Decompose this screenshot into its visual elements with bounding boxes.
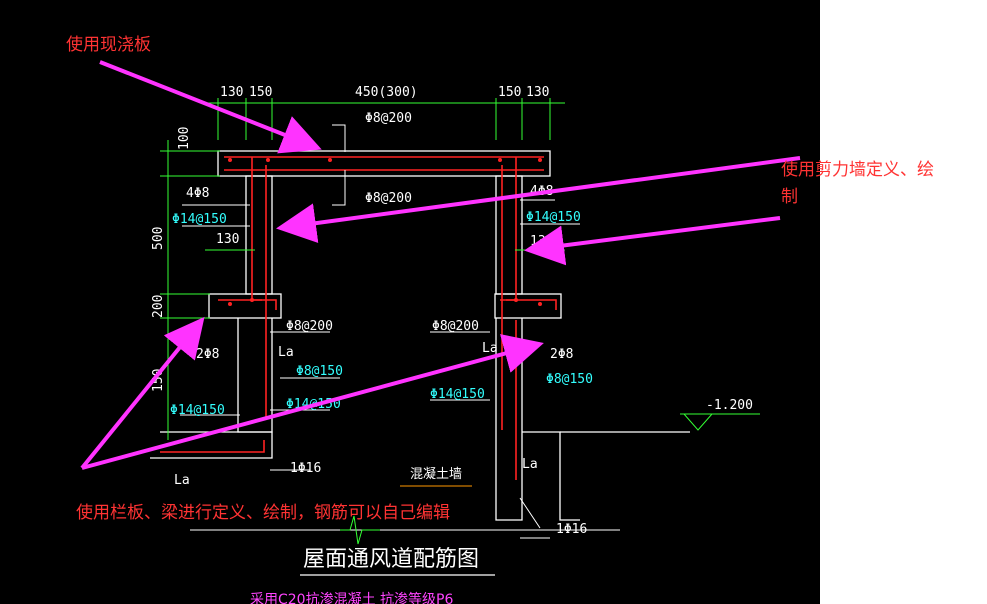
label-left-La: La (278, 345, 294, 360)
annotation-arrows (80, 60, 801, 470)
right-beam-rebar (500, 299, 557, 310)
left-wall-outer-rebar (251, 157, 262, 301)
label-left-2phi8: 2Φ8 (196, 347, 219, 362)
cad-drawing-canvas: 130 150 450(300) 150 130 100 500 200 150… (0, 0, 820, 604)
label-right-La: La (482, 341, 498, 356)
rebar-dots (228, 158, 542, 306)
section-drawing: 130 150 450(300) 150 130 100 500 200 150… (66, 34, 801, 604)
label-left-4phi8: 4Φ8 (186, 186, 209, 201)
label-slab-bottom-rebar: Φ8@200 (365, 191, 412, 206)
label-left-phi14-150-a: Φ14@150 (172, 212, 227, 227)
left-beam-lower (237, 318, 273, 433)
roof-slab (217, 150, 551, 177)
dim-200: 200 (151, 295, 166, 318)
dim-150-vertical: 150 (151, 369, 166, 392)
left-shear-wall (245, 175, 273, 295)
arrow-to-left-wall (276, 156, 801, 244)
label-right-phi8-200: Φ8@200 (432, 319, 479, 334)
right-wall-outer-rebar (506, 157, 517, 301)
label-left-1phi16: 1Φ16 (290, 461, 321, 476)
label-right-phi8-150: Φ8@150 (546, 372, 593, 387)
dim-130-left: 130 (220, 85, 243, 100)
left-footing-rebar (160, 440, 265, 453)
label-bottom-La-right: La (522, 457, 538, 472)
note-cast-slab: 使用现浇板 (66, 34, 151, 55)
arrow-to-left-beam (80, 316, 205, 470)
label-right-phi14-150-a: Φ14@150 (526, 210, 581, 225)
dim-130-right: 130 (526, 85, 549, 100)
arrow-to-right-beam (81, 334, 544, 470)
left-beam-top (208, 293, 282, 319)
label-left-phi8-200: Φ8@200 (286, 319, 333, 334)
drawing-title: 屋面通风道配筋图 (303, 547, 479, 572)
elevation-marker (680, 413, 760, 431)
label-left-phi14-150-b: Φ14@150 (170, 403, 225, 418)
label-bottom-La-left: La (174, 473, 190, 488)
label-right-1phi16: 1Φ16 (556, 522, 587, 537)
arrow-to-slab (99, 60, 322, 154)
dim-130-wall-left: 130 (216, 232, 239, 247)
dim-450-300: 450(300) (355, 85, 418, 100)
left-beam-rebar (218, 299, 277, 310)
right-beam-top (494, 293, 562, 319)
arrow-to-right-wall (524, 216, 781, 266)
dim-150-right: 150 (498, 85, 521, 100)
concrete-outline (150, 150, 690, 521)
dim-150-left: 150 (249, 85, 272, 100)
leader-lines (180, 124, 620, 539)
right-foundation (522, 431, 580, 521)
label-elevation: -1.200 (706, 398, 753, 413)
dim-500: 500 (151, 227, 166, 250)
label-right-2phi8: 2Φ8 (550, 347, 573, 362)
right-wall-lower (495, 318, 523, 521)
right-shear-wall (495, 175, 523, 295)
drawing-subtitle: 采用C20抗渗混凝土 抗渗等级P6 (250, 591, 453, 604)
label-slab-top-rebar: Φ8@200 (365, 111, 412, 126)
label-concrete-wall: 混凝土墙 (410, 466, 462, 482)
label-right-phi14-150-b: Φ14@150 (430, 387, 485, 402)
dimension-lines (160, 98, 565, 440)
note-parapet-beam: 使用栏板、梁进行定义、绘制，钢筋可以自己编辑 (76, 502, 450, 523)
dim-100: 100 (177, 127, 192, 150)
label-left-phi8-150: Φ8@150 (296, 364, 343, 379)
